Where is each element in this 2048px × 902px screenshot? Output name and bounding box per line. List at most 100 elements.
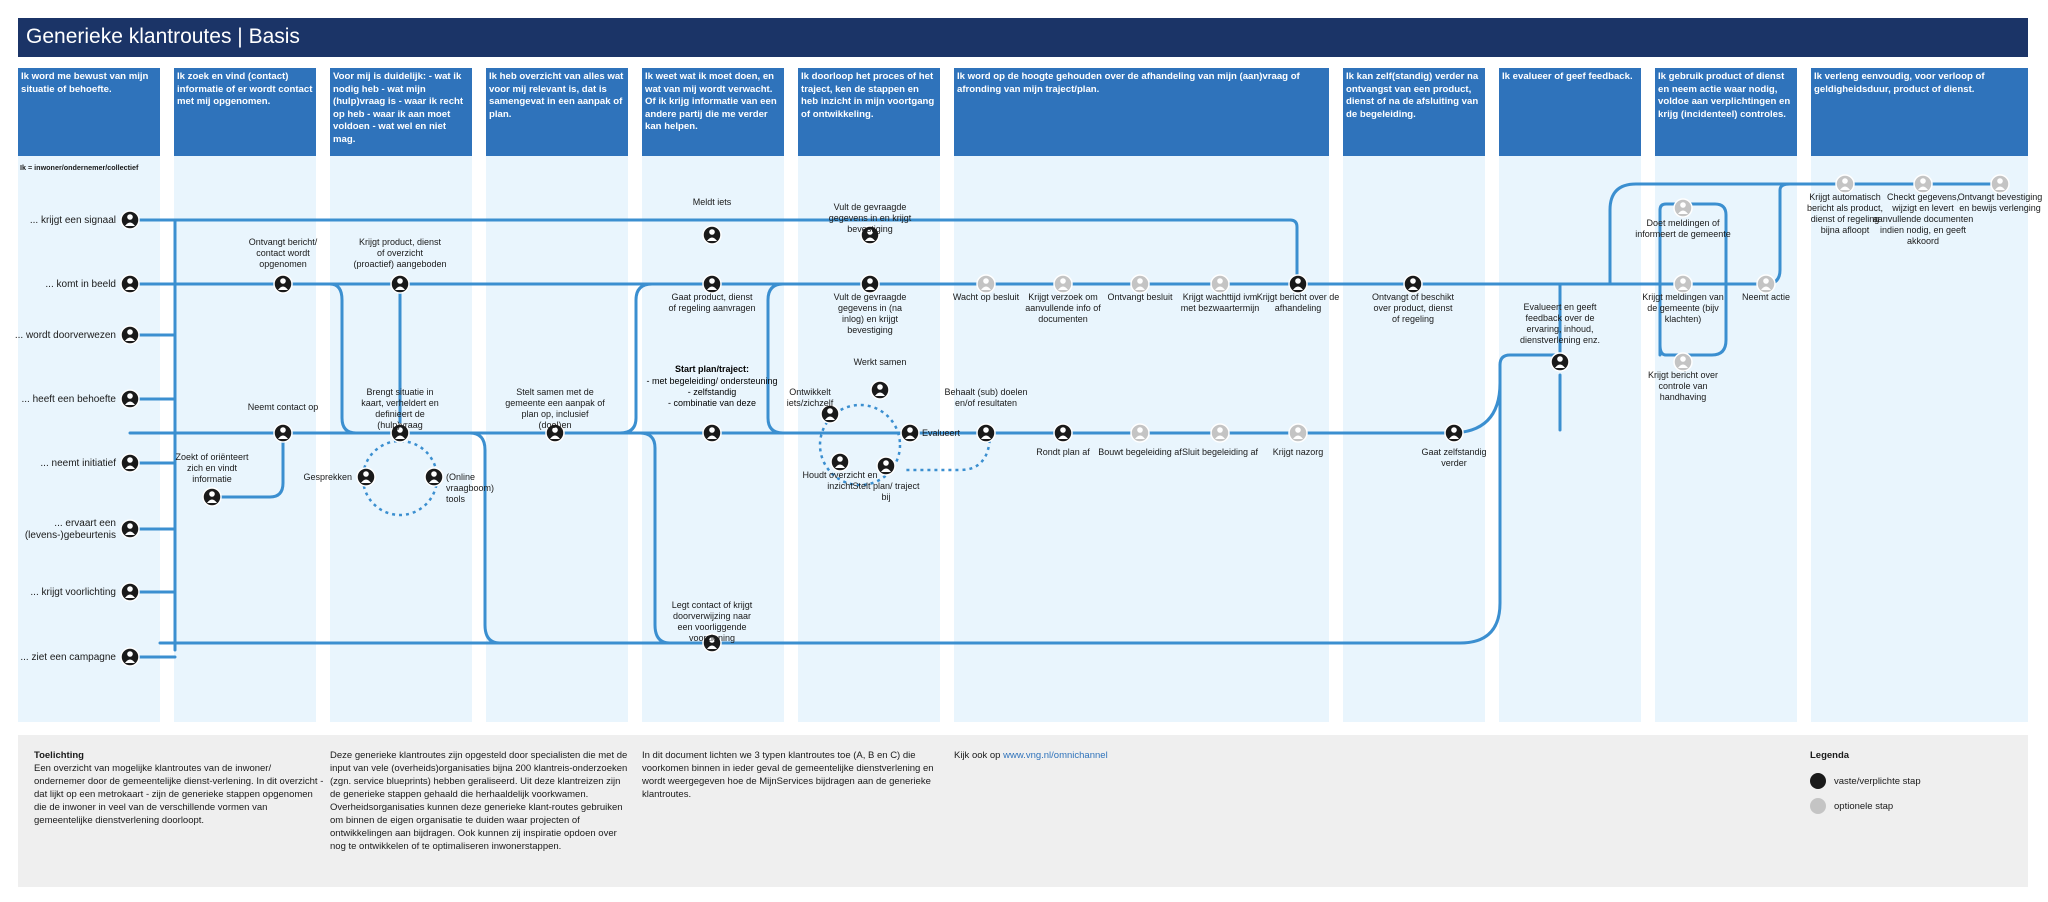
trigger-label: ... ziet een campagne: [20, 652, 116, 663]
step-label: Gesprekken: [303, 472, 352, 482]
phase-header: Ik evalueer of geef feedback.: [1499, 68, 1641, 156]
legenda-title: Legenda: [1810, 750, 1850, 761]
route-step-icon: [1288, 423, 1308, 443]
footer-panel: Toelichting Een overzicht van mogelijke …: [18, 735, 2028, 887]
route-verlenging: [1608, 182, 2002, 286]
trigger-label: ... komt in beeld: [45, 279, 116, 290]
route-step-icon: [424, 467, 444, 487]
step-label: Neemt actie: [1742, 292, 1790, 302]
phase-header: Ik zoek en vind (contact) informatie of …: [174, 68, 316, 156]
footer-text-3: In dit document lichten we 3 typen klant…: [642, 750, 934, 800]
legend-mandatory-icon: [1810, 773, 1826, 789]
step-label: Bouwt begeleiding af: [1098, 447, 1182, 457]
step-label: Sluit begeleiding af: [1182, 447, 1259, 457]
step-label: Neemt contact op: [248, 402, 319, 412]
toelichting-block: Toelichting Een overzicht van mogelijke …: [34, 749, 324, 827]
trigger-step-icon: [120, 453, 140, 473]
route-step-icon: [702, 274, 722, 294]
trigger-step-icon: [120, 582, 140, 602]
loop-traject: [818, 403, 902, 487]
page-title: Generieke klantroutes | Basis: [26, 25, 300, 48]
route-step-icon: [390, 423, 410, 443]
route-step-icon: [876, 456, 896, 476]
branch-neemt-actie: [1724, 182, 1792, 286]
branch-legt: [468, 431, 502, 645]
route-step-icon: [1990, 174, 2010, 194]
route-step-icon: [356, 467, 376, 487]
trigger-step-icon: [120, 325, 140, 345]
route-step-icon: [870, 380, 890, 400]
route-step-icon: [860, 225, 880, 245]
branch-ontvangt: [328, 282, 358, 435]
legend-optional-icon: [1810, 798, 1826, 814]
start-plan-title: Start plan/traject:: [675, 364, 749, 374]
route-signaal: [158, 218, 1299, 287]
trigger-label: ... ervaart een(levens-)gebeurtenis: [25, 518, 116, 541]
phase-header: Ik weet wat ik moet doen, en wat van mij…: [642, 68, 784, 156]
route-step-icon: [1835, 174, 1855, 194]
loop-handhaving: [1658, 202, 1728, 357]
trigger-label: ... krijgt een signaal: [30, 215, 116, 226]
trigger-label: ... wordt doorverwezen: [15, 330, 116, 341]
route-step-icon: [1403, 274, 1423, 294]
phase-column-bg: [174, 152, 316, 722]
trigger-label: ... heeft een behoefte: [21, 394, 116, 405]
route-step-icon: [1210, 423, 1230, 443]
phase-header: Voor mij is duidelijk: - wat ik nodig he…: [330, 68, 472, 156]
legend-mandatory-label: vaste/verplichte stap: [1834, 776, 1921, 787]
phase-header: Ik heb overzicht van alles wat voor mij …: [486, 68, 628, 156]
kijk-ook-prefix: Kijk ook op: [954, 750, 1001, 761]
route-step-icon: [1673, 274, 1693, 294]
toelichting-text: Een overzicht van mogelijke klantroutes …: [34, 763, 324, 826]
route-step-icon: [1673, 352, 1693, 372]
branch-legt-2: [638, 431, 672, 645]
omnichannel-link[interactable]: www.vng.nl/omnichannel: [1003, 750, 1108, 761]
route-step-icon: [202, 487, 222, 507]
step-label: Krijgt nazorg: [1273, 447, 1324, 457]
phase-column-bg: [1811, 152, 2028, 722]
route-step-icon: [702, 225, 722, 245]
phase-header: Ik doorloop het proces of het traject, k…: [798, 68, 940, 156]
branch-loop-left: [766, 282, 785, 435]
trigger-step-icon: [120, 389, 140, 409]
phase-header: Ik word me bewust van mijn situatie of b…: [18, 68, 160, 156]
route-step-icon: [702, 423, 722, 443]
ik-definition: Ik = inwoner/ondernemer/collectief: [20, 163, 139, 172]
route-step-icon: [900, 423, 920, 443]
route-step-icon: [1756, 274, 1776, 294]
route-step-icon: [1210, 274, 1230, 294]
step-label: Rondt plan af: [1036, 447, 1090, 457]
step-label: Werkt samen: [854, 357, 907, 367]
route-step-icon: [830, 452, 850, 472]
trigger-step-icon: [120, 210, 140, 230]
kijk-ook-block: Kijk ook op www.vng.nl/omnichannel: [954, 749, 1214, 762]
trigger-label: ... neemt initiatief: [40, 458, 116, 469]
route-step-icon: [1550, 352, 1570, 372]
step-label: Meldt iets: [693, 197, 732, 207]
legend-optional-label: optionele stap: [1834, 801, 1894, 812]
toelichting-title: Toelichting: [34, 750, 84, 761]
trigger-step-icon: [120, 519, 140, 539]
route-step-icon: [976, 423, 996, 443]
